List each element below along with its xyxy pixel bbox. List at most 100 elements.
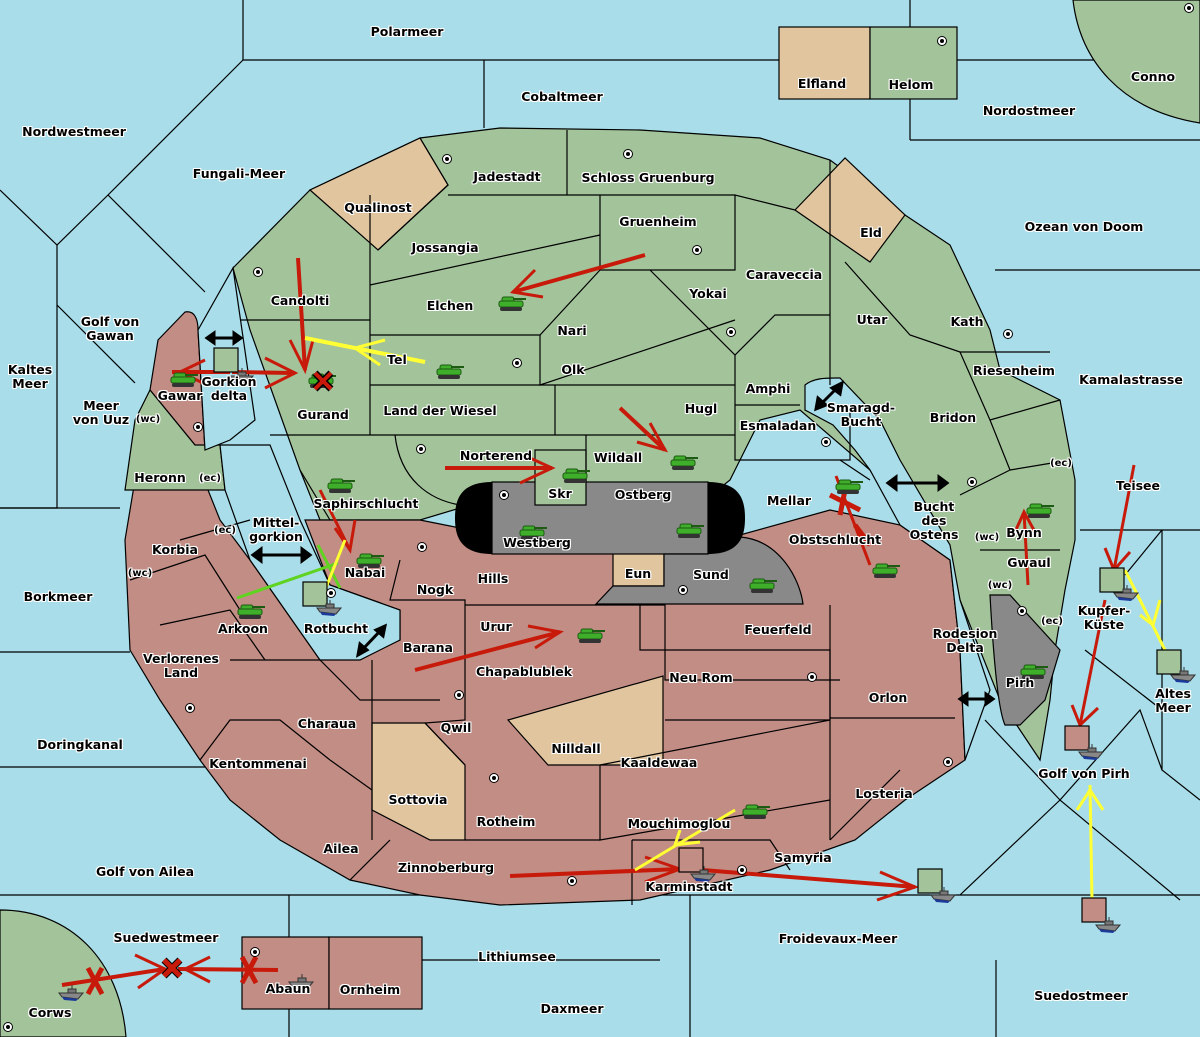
label-sottovia[interactable]: Sottovia [388,792,448,807]
label-smaragd-bucht[interactable]: Smaragd- Bucht [826,400,896,429]
label-abaun[interactable]: Abaun [265,981,311,996]
label-rotbucht[interactable]: Rotbucht [303,621,369,636]
label-nilldall[interactable]: Nilldall [551,741,601,756]
label-cobaltmeer[interactable]: Cobaltmeer [521,89,603,104]
label-eun[interactable]: Eun [624,566,652,581]
label-golf-von-pirh[interactable]: Golf von Pirh [1038,766,1130,781]
label-fungali-meer[interactable]: Fungali-Meer [192,166,286,181]
label-qwil[interactable]: Qwil [440,720,472,735]
label-gorkion-delta[interactable]: Gorkion delta [201,374,257,403]
label-conno[interactable]: Conno [1130,69,1176,84]
label-riesenheim[interactable]: Riesenheim [973,363,1055,378]
label-olk[interactable]: Olk [561,362,585,377]
label-qualinost[interactable]: Qualinost [344,200,412,215]
label-tel[interactable]: Tel [387,352,407,367]
label-pirh[interactable]: Pirh [1005,675,1035,690]
label-gruenheim[interactable]: Gruenheim [619,214,697,229]
label-kaaldewaa[interactable]: Kaaldewaa [620,755,698,770]
label-altes-meer[interactable]: Altes Meer [1155,686,1191,715]
label-borkmeer[interactable]: Borkmeer [23,589,93,604]
label-lithiumsee[interactable]: Lithiumsee [478,949,556,964]
territory-ornheim[interactable] [328,936,423,1010]
label-froidevaux-meer[interactable]: Froidevaux-Meer [778,931,898,946]
label-urur[interactable]: Urur [480,619,512,634]
territory-nilldall[interactable] [506,675,664,766]
label-kaltes-meer[interactable]: Kaltes Meer [7,362,53,391]
label-helom[interactable]: Helom [888,77,934,92]
label-ostberg[interactable]: Ostberg [614,487,672,502]
label-karminstadt[interactable]: Karminstadt [645,879,733,894]
territory-corws[interactable] [0,909,127,1037]
label-caraveccia[interactable]: Caraveccia [745,267,823,282]
label-schloss-gruenburg[interactable]: Schloss Gruenburg [581,170,715,185]
label-bridon[interactable]: Bridon [929,410,977,425]
label-westberg[interactable]: Westberg [503,535,571,550]
label-saphirschlucht[interactable]: Saphirschlucht [313,496,419,511]
label-nabai[interactable]: Nabai [344,565,386,580]
label-heronn[interactable]: Heronn [134,470,186,485]
territory-abaun[interactable] [241,936,330,1010]
label-gawar[interactable]: Gawar [157,388,203,403]
territory-elfland[interactable] [778,26,871,100]
label-daxmeer[interactable]: Daxmeer [540,1001,604,1016]
label-land-der-wiesel[interactable]: Land der Wiesel [383,403,497,418]
sea-mittelgorkion[interactable] [219,444,401,661]
label-kentommenai[interactable]: Kentommenai [209,756,307,771]
label-samyria[interactable]: Samyria [774,850,832,865]
label-yokai[interactable]: Yokai [689,286,727,301]
label-ozean-von-doom[interactable]: Ozean von Doom [1024,219,1144,234]
label-suedostmeer[interactable]: Suedostmeer [1034,988,1128,1003]
label-feuerfeld[interactable]: Feuerfeld [744,622,812,637]
label-barana[interactable]: Barana [403,640,453,655]
label-bynn[interactable]: Bynn [1006,525,1042,540]
label-norterend[interactable]: Norterend [459,448,533,463]
label-neu-rom[interactable]: Neu Rom [669,670,733,685]
label-amphi[interactable]: Amphi [745,381,791,396]
label-bucht-des-ostens[interactable]: Bucht des Ostens [909,499,959,542]
label-arkoon[interactable]: Arkoon [218,621,268,636]
label-polarmeer[interactable]: Polarmeer [370,24,444,39]
territory-eld[interactable] [794,157,906,263]
label-hugl[interactable]: Hugl [684,401,718,416]
label-nari[interactable]: Nari [557,323,587,338]
label-zinnoberburg[interactable]: Zinnoberburg [397,860,495,875]
label-chapablublek[interactable]: Chapablublek [475,664,573,679]
territory-ostberg-westberg[interactable] [491,481,709,555]
label-jossangia[interactable]: Jossangia [411,240,479,255]
label-kamalastrasse[interactable]: Kamalastrasse [1079,372,1183,387]
label-corws[interactable]: Corws [28,1005,72,1020]
label-rodesion-delta[interactable]: Rodesion Delta [932,626,998,655]
label-charaua[interactable]: Charaua [297,716,357,731]
label-losteria[interactable]: Losteria [855,786,913,801]
label-teisee[interactable]: Teisee [1115,478,1161,493]
territory-pirh[interactable] [989,594,1061,726]
label-kupfer-küste[interactable]: Kupfer- Küste [1077,603,1131,632]
label-esmaladan[interactable]: Esmaladan [739,418,817,433]
label-rotheim[interactable]: Rotheim [476,814,536,829]
label-ornheim[interactable]: Ornheim [339,982,401,997]
label-nordwestmeer[interactable]: Nordwestmeer [22,124,126,139]
label-kath[interactable]: Kath [950,314,984,329]
label-elchen[interactable]: Elchen [426,298,474,313]
label-sund[interactable]: Sund [693,567,729,582]
label-suedwestmeer[interactable]: Suedwestmeer [113,930,219,945]
label-gwaul[interactable]: Gwaul [1007,555,1051,570]
label-mellar[interactable]: Mellar [766,493,812,508]
label-jadestadt[interactable]: Jadestadt [473,169,541,184]
label-elfland[interactable]: Elfland [797,76,847,91]
sea-smaragd-bucht[interactable] [804,377,991,761]
label-doringkanal[interactable]: Doringkanal [37,737,123,752]
label-ailea[interactable]: Ailea [323,841,359,856]
label-candolti[interactable]: Candolti [270,293,330,308]
label-verlorenes-land[interactable]: Verlorenes Land [143,651,219,680]
label-nordostmeer[interactable]: Nordostmeer [982,103,1076,118]
label-mittel-gorkion[interactable]: Mittel- gorkion [249,515,303,544]
label-wildall[interactable]: Wildall [593,450,643,465]
label-nogk[interactable]: Nogk [416,582,454,597]
label-golf-von-gawan[interactable]: Golf von Gawan [80,314,140,343]
label-skr[interactable]: Skr [548,486,572,501]
territory-conno[interactable] [1072,0,1200,124]
label-hills[interactable]: Hills [477,571,509,586]
label-utar[interactable]: Utar [856,312,888,327]
label-eld[interactable]: Eld [860,225,882,240]
